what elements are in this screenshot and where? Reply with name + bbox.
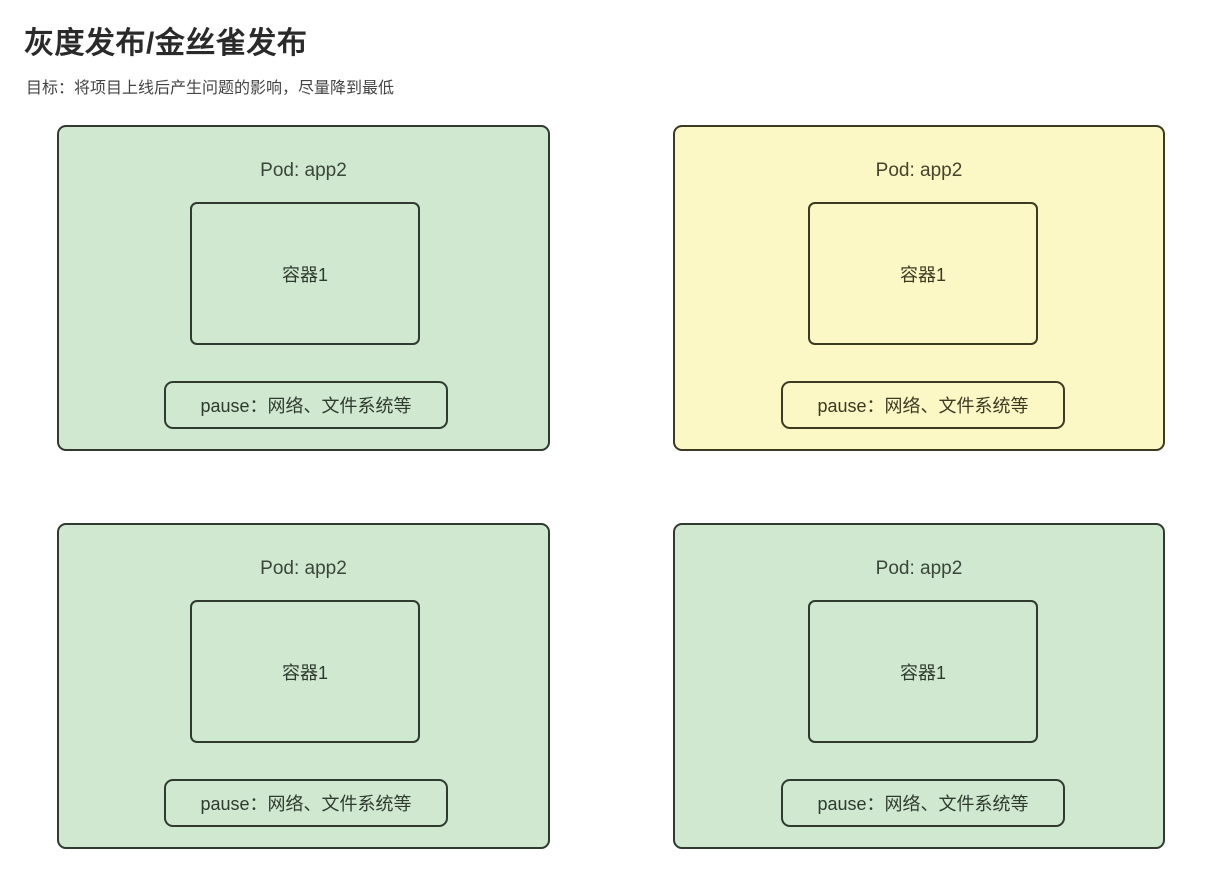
pod-card-top-right: Pod: app2 容器1 pause：网络、文件系统等 — [673, 125, 1165, 451]
pause-box-bottom-right: pause：网络、文件系统等 — [781, 779, 1065, 827]
container-box-top-right: 容器1 — [808, 202, 1038, 345]
container-box-top-left: 容器1 — [190, 202, 420, 345]
container-box-bottom-right: 容器1 — [808, 600, 1038, 743]
container-label-top-right: 容器1 — [899, 264, 946, 285]
container-label-bottom-right: 容器1 — [899, 662, 946, 683]
container-label-bottom-left: 容器1 — [281, 662, 328, 683]
pod-card-top-left: Pod: app2 容器1 pause：网络、文件系统等 — [57, 125, 550, 451]
pod-title-top-left: Pod: app2 — [260, 160, 347, 181]
pause-box-top-right: pause：网络、文件系统等 — [781, 381, 1065, 429]
pause-label-bottom-left: pause：网络、文件系统等 — [200, 794, 412, 814]
pause-label-top-right: pause：网络、文件系统等 — [817, 396, 1029, 416]
pause-label-bottom-right: pause：网络、文件系统等 — [817, 794, 1029, 814]
container-label-top-left: 容器1 — [281, 264, 328, 285]
pod-title-bottom-left: Pod: app2 — [260, 558, 347, 579]
pause-label-top-left: pause：网络、文件系统等 — [200, 396, 412, 416]
container-box-bottom-left: 容器1 — [190, 600, 420, 743]
pod-card-bottom-right: Pod: app2 容器1 pause：网络、文件系统等 — [673, 523, 1165, 849]
pod-title-bottom-right: Pod: app2 — [875, 558, 963, 579]
page-title: 灰度发布/金丝雀发布 — [24, 27, 308, 60]
pod-title-top-right: Pod: app2 — [875, 160, 963, 181]
pause-box-bottom-left: pause：网络、文件系统等 — [164, 779, 448, 827]
page-subtitle: 目标：将项目上线后产生问题的影响，尽量降到最低 — [26, 80, 395, 97]
pause-box-top-left: pause：网络、文件系统等 — [164, 381, 448, 429]
pod-card-bottom-left: Pod: app2 容器1 pause：网络、文件系统等 — [57, 523, 550, 849]
